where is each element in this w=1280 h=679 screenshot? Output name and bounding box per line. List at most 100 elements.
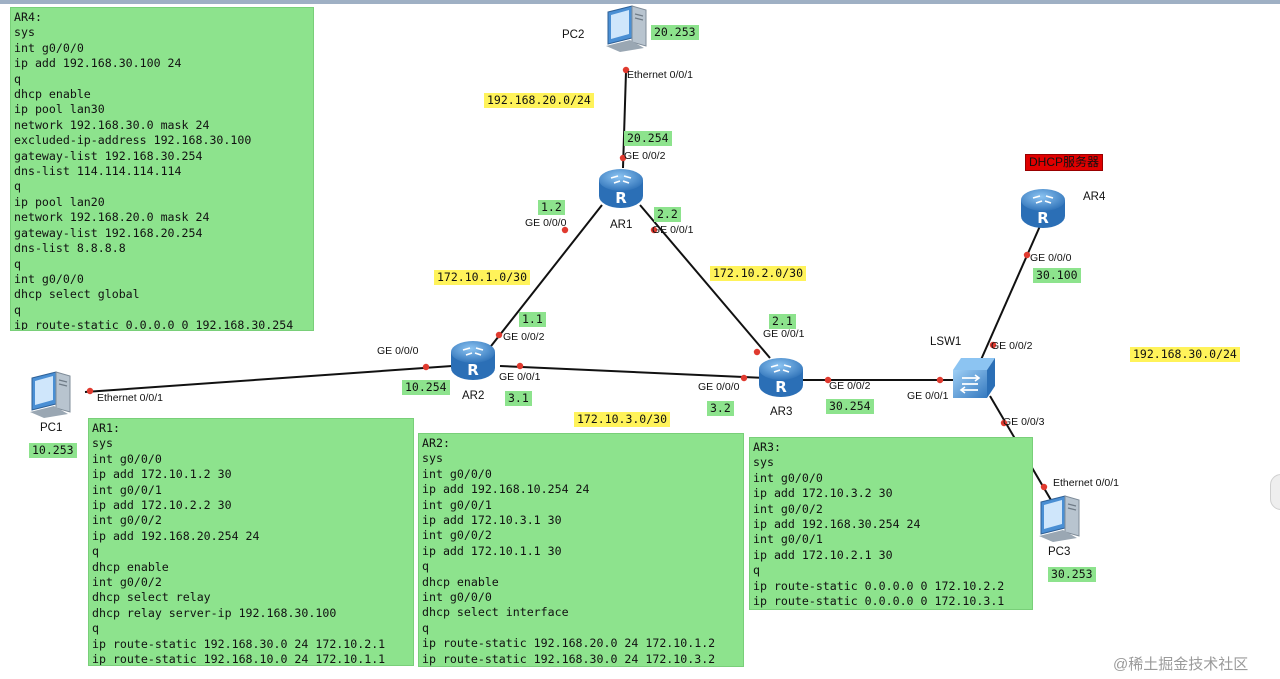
device-label-ar3: AR3 [770,406,793,418]
port-dot [561,226,569,234]
port-dot [753,348,761,356]
port-label-pc1-eth: Ethernet 0/0/1 [97,392,163,404]
config-line: ip route-static 0.0.0.0 0 172.10.3.1 [753,594,1005,609]
config-line: ip add 172.10.2.1 30 [753,547,893,562]
pc-icon[interactable] [602,4,650,52]
port-label-lsw-g2: GE 0/0/2 [991,340,1033,352]
device-label-pc2: PC2 [562,29,585,41]
port-label-lsw-g3: GE 0/0/3 [1003,416,1045,428]
link-ar2-ar3 [499,365,766,379]
ip-tag-ar1-g2: 20.254 [624,131,672,146]
router-icon[interactable]: R [448,338,498,382]
port-label-ar2-g1: GE 0/0/1 [499,371,541,383]
port-label-lsw-g1: GE 0/0/1 [907,390,949,402]
config-line: ip add 172.10.1.1 30 [422,543,562,558]
router-icon[interactable]: R [1018,186,1068,230]
port-label-pc3-eth: Ethernet 0/0/1 [1053,477,1119,489]
ip-tag-ar4-g0: 30.100 [1033,268,1081,283]
config-line: int g0/0/0 [422,466,492,481]
config-line: q [14,256,21,271]
port-label-ar1-g0: GE 0/0/0 [525,217,567,229]
ip-tag-ar3-g2: 30.254 [826,399,874,414]
config-line: dhcp select relay [92,590,211,605]
config-line: dhcp enable [92,559,169,574]
ip-tag-pc2: 20.253 [651,25,699,40]
scroll-handle[interactable] [1270,474,1280,510]
ip-tag-pc1: 10.253 [29,443,77,458]
router-icon[interactable]: R [596,166,646,210]
device-label-pc3: PC3 [1048,546,1071,558]
switch-icon[interactable] [951,356,997,400]
config-line: dns-list 8.8.8.8 [14,241,126,256]
config-line: gateway-list 192.168.20.254 [14,225,203,240]
port-dot [1040,483,1048,491]
config-line: int g0/0/2 [92,575,162,590]
ip-tag-ar3-g1: 2.1 [769,314,796,329]
port-dot [619,154,627,162]
port-dots [86,66,1048,491]
config-line: int g0/0/1 [753,532,823,547]
config-line: gateway-list 192.168.30.254 [14,148,203,163]
port-label-ar4-g0: GE 0/0/0 [1030,252,1072,264]
config-line: int g0/0/1 [92,482,162,497]
config-line: int g0/0/2 [92,513,162,528]
config-line: AR3: [753,440,781,454]
config-line: ip route-static 192.168.30.0 24 172.10.3… [422,651,716,666]
config-line: sys [92,436,113,451]
config-line: sys [753,455,774,470]
config-line: int g0/0/2 [753,501,823,516]
svg-text:R: R [467,361,479,379]
port-dot [824,376,832,384]
config-line: ip route-static 0.0.0.0 0 192.168.30.254 [14,318,294,331]
config-line: int g0/0/0 [14,271,84,286]
config-line: ip route-static 192.168.20.0 24 172.10.1… [422,636,716,651]
port-dot [1000,419,1008,427]
config-line: int g0/0/1 [422,497,492,512]
config-line: AR4: [14,10,42,24]
network-label-20: 192.168.20.0/24 [484,93,594,108]
config-line: ip add 172.10.2.2 30 [92,498,232,513]
config-line: ip add 192.168.20.254 24 [92,528,260,543]
router-icon[interactable]: R [756,355,806,399]
device-label-lsw1: LSW1 [930,336,962,348]
config-line: dhcp relay server-ip 192.168.30.100 [92,605,337,620]
link-pc2-ar1 [622,71,627,169]
device-label-ar4: AR4 [1083,191,1106,203]
svg-text:R: R [1037,209,1049,227]
pc-icon[interactable] [26,370,74,418]
config-line: dhcp enable [14,87,91,102]
config-line: ip add 192.168.10.254 24 [422,482,590,497]
config-line: dhcp select interface [422,605,569,620]
config-line: q [753,563,760,578]
ip-tag-ar2-g2: 1.1 [519,312,546,327]
port-label-ar2-g0: GE 0/0/0 [377,345,419,357]
svg-text:R: R [615,189,627,207]
config-line: network 192.168.20.0 mask 24 [14,210,210,225]
pc-icon[interactable] [1035,494,1083,542]
port-label-ar3-g0: GE 0/0/0 [698,381,740,393]
config-line: dhcp select global [14,287,140,302]
port-dot [1023,251,1031,259]
port-dot [989,341,997,349]
config-line: ip route-static 0.0.0.0 0 172.10.2.2 [753,578,1005,593]
config-line: AR2: [422,436,450,450]
config-line: int g0/0/0 [92,451,162,466]
port-label-ar3-g1: GE 0/0/1 [763,328,805,340]
config-line: ip pool lan30 [14,102,105,117]
port-dot [740,374,748,382]
config-line: int g0/0/0 [753,470,823,485]
watermark-text: @稀土掘金技术社区 [1113,656,1249,673]
config-line: q [14,179,21,194]
config-line: ip add 172.10.3.2 30 [753,486,893,501]
config-line: ip route-static 192.168.30.0 24 172.10.2… [92,636,386,651]
config-line: ip add 192.168.30.100 24 [14,56,182,71]
config-line: q [14,302,21,317]
ip-tag-ar2-g1: 3.1 [505,391,532,406]
port-dot [936,376,944,384]
config-line: q [422,620,429,635]
